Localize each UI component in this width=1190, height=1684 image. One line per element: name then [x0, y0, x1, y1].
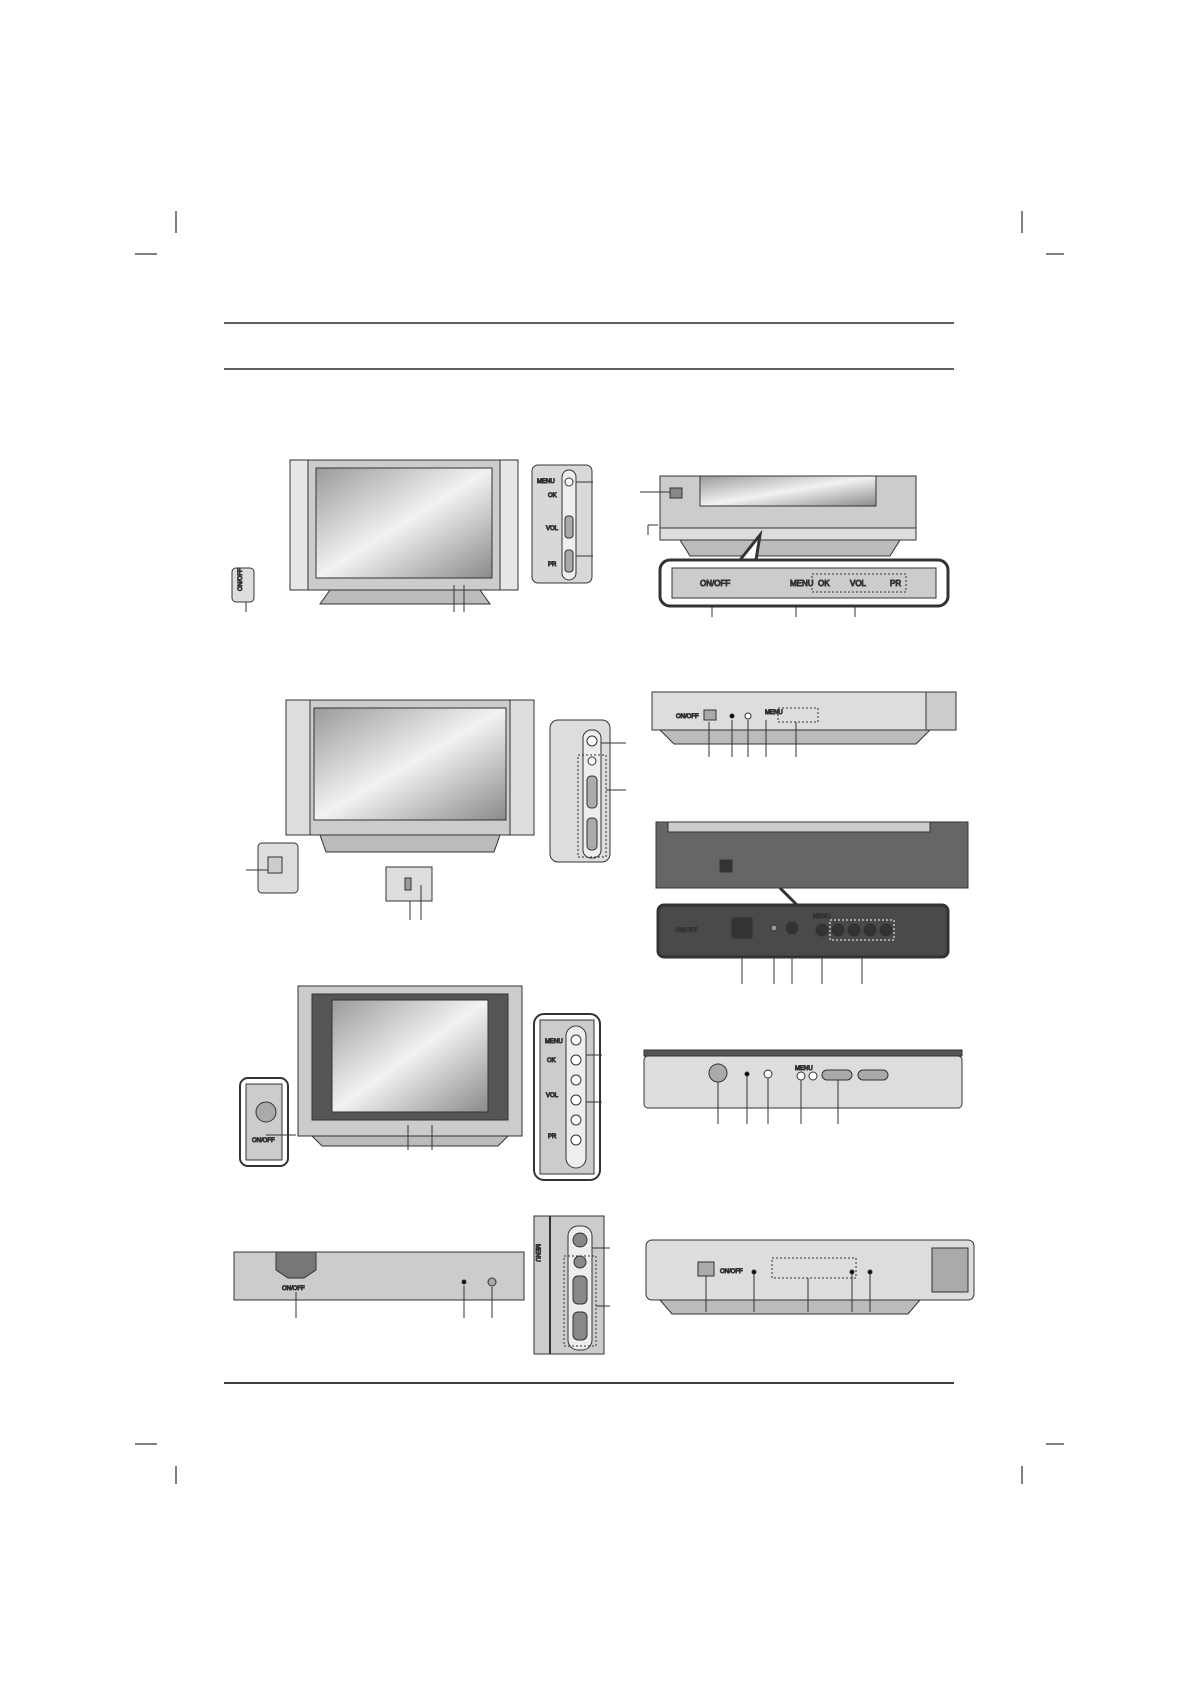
menu-label: MENU	[790, 579, 814, 588]
on-off-label: ON/OFF	[675, 928, 698, 934]
on-off-label: ON/OFF	[282, 1286, 305, 1292]
pr-label: PR	[548, 1134, 557, 1140]
tv-illustration-5: ON/OFF MENU	[655, 821, 969, 984]
tv-illustration-9: ON/OFF	[645, 1239, 975, 1315]
tv-illustration-7: MENU	[643, 1049, 963, 1124]
on-off-label: ON/OFF	[720, 1269, 743, 1275]
menu-label: MENU	[537, 479, 555, 485]
on-off-label: ON/OFF	[252, 1138, 275, 1144]
menu-label: MENU	[545, 1039, 563, 1045]
tv-illustration-1: ON/OFF MENU OK VOL PR	[231, 459, 593, 612]
ok-label: OK	[547, 1058, 556, 1064]
crop-marks	[135, 211, 1064, 1484]
tv-illustration-2: ON/OFF MENU OK VOL PR	[640, 475, 950, 617]
on-off-label: ON/OFF	[676, 714, 699, 720]
menu-label: MENU	[765, 710, 783, 716]
menu-label: MENU	[813, 914, 831, 920]
menu-label: MENU	[795, 1066, 813, 1072]
tv-illustration-3	[246, 699, 626, 920]
tv-illustration-8: ON/OFF MENU	[233, 1215, 610, 1355]
tv-illustration-4: ON/OFF MENU	[651, 691, 957, 757]
vol-label: VOL	[850, 579, 867, 588]
pr-label: PR	[548, 562, 557, 568]
on-off-label: ON/OFF	[238, 568, 244, 591]
vol-label: VOL	[546, 1093, 559, 1099]
on-off-label: ON/OFF	[700, 579, 730, 588]
ok-label: OK	[818, 579, 830, 588]
pr-label: PR	[890, 579, 901, 588]
tv-illustration-6: ON/OFF MENU OK VOL PR	[239, 985, 602, 1181]
ok-label: OK	[548, 493, 557, 499]
menu-label: MENU	[534, 1244, 540, 1262]
vol-label: VOL	[546, 526, 559, 532]
